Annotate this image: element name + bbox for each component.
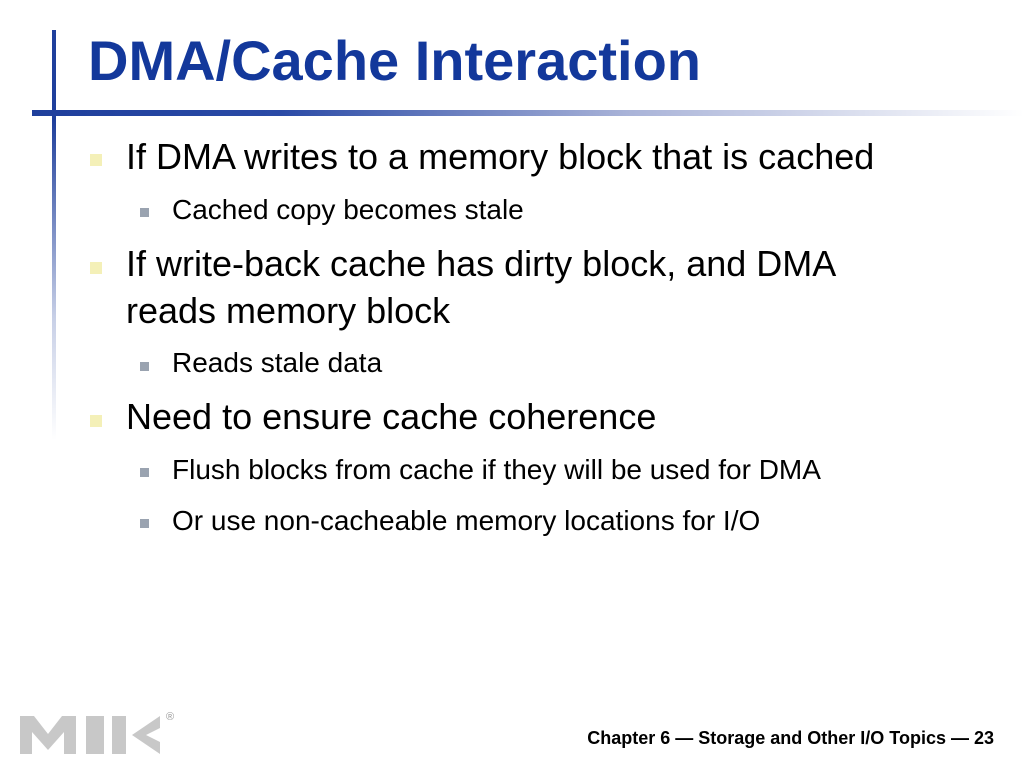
- sub-bullet-text: Reads stale data: [172, 347, 383, 378]
- bullet-square-icon: [90, 415, 102, 427]
- publisher-logo-icon: ®: [20, 711, 174, 754]
- sub-bullet-square-icon: [140, 362, 149, 371]
- registered-mark: ®: [166, 711, 174, 723]
- slide-footer: Chapter 6 — Storage and Other I/O Topics…: [587, 728, 994, 748]
- sub-bullet-text: Or use non-cacheable memory locations fo…: [172, 505, 761, 536]
- slide-title: DMA/Cache Interaction: [88, 29, 701, 92]
- sub-bullet-square-icon: [140, 519, 149, 528]
- bullet-text-continued: reads memory block: [126, 290, 451, 331]
- sub-bullet-square-icon: [140, 468, 149, 477]
- bullet-text: If DMA writes to a memory block that is …: [126, 136, 875, 177]
- bullet-square-icon: [90, 262, 102, 274]
- bullet-text: Need to ensure cache coherence: [126, 396, 657, 437]
- sub-bullet-text: Cached copy becomes stale: [172, 194, 524, 225]
- vertical-accent-bar: [52, 30, 56, 440]
- sub-bullet-text: Flush blocks from cache if they will be …: [172, 454, 821, 485]
- sub-bullet-square-icon: [140, 208, 149, 217]
- bullet-text: If write-back cache has dirty block, and…: [126, 243, 837, 284]
- bullet-square-icon: [90, 154, 102, 166]
- horizontal-accent-bar: [32, 110, 1024, 116]
